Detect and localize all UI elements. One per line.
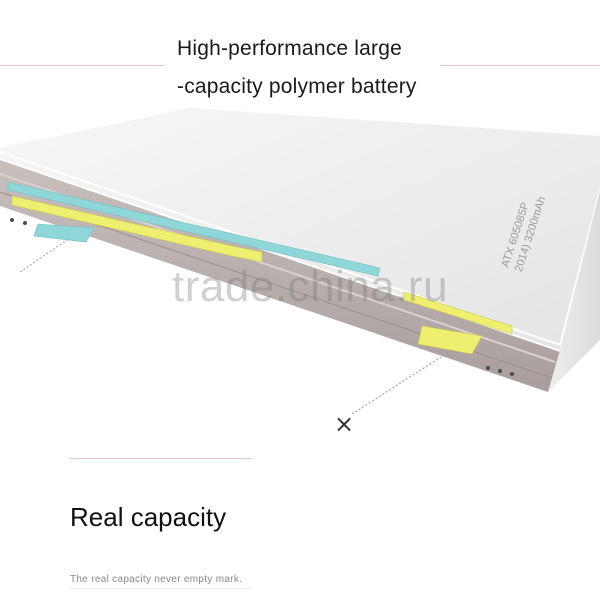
yellow-connector	[417, 325, 483, 355]
top-divider-left	[0, 65, 165, 66]
yellow-stripe	[11, 195, 263, 263]
device-side-face	[548, 190, 600, 392]
teal-stripe	[7, 181, 381, 277]
section-title: Real capacity	[70, 502, 227, 532]
teal-connector	[33, 223, 95, 243]
callout-line-left	[19, 237, 71, 273]
callout-line-right	[351, 349, 453, 415]
indicator-dot	[10, 218, 14, 222]
watermark: trade.china.ru	[172, 262, 449, 311]
headline: High-performance large -capacity polymer…	[177, 30, 417, 106]
bottom-divider	[70, 588, 252, 589]
headline-line-2: -capacity polymer battery	[177, 75, 417, 98]
x-marker-icon: ×	[334, 410, 354, 438]
section-divider	[70, 458, 252, 459]
device-top-surface	[0, 108, 600, 350]
indicator-dot	[23, 221, 27, 225]
device-top-highlight	[0, 151, 600, 347]
indicator-dot	[498, 369, 502, 373]
top-divider-right	[440, 65, 600, 66]
headline-line-1: High-performance large	[177, 37, 403, 60]
section-caption: The real capacity never empty mark.	[70, 574, 243, 585]
indicator-dot	[510, 372, 514, 376]
yellow-stripe-right	[403, 291, 513, 335]
indicator-dot	[486, 366, 490, 370]
